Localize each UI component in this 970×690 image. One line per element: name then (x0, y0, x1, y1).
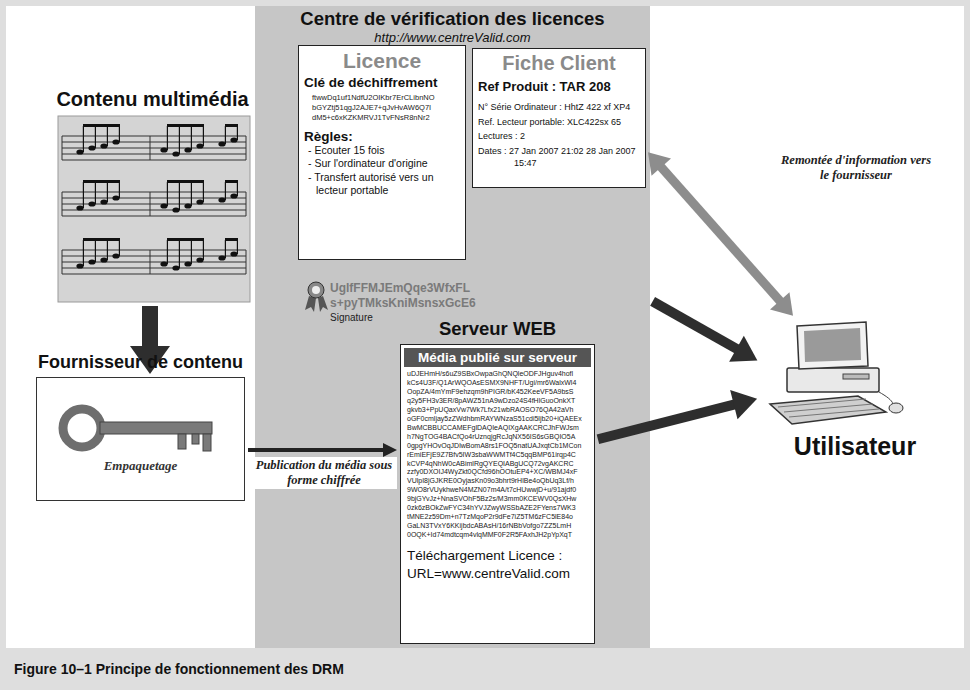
arrow-head (383, 443, 397, 457)
product-ref: Ref Produit : TAR 208 (478, 79, 640, 94)
arrow-head (730, 390, 757, 419)
customer-record: Fiche ClientRef Produit : TAR 208 N° Séri… (472, 48, 646, 188)
flow-arrow (653, 301, 758, 361)
flow-arrow (648, 152, 793, 316)
published-media-box: Média publié sur serveuruDJEHmH/s6uZ9SBx… (400, 344, 595, 644)
arrow-shaft (142, 306, 158, 347)
user: Utilisateur (760, 318, 950, 468)
rule-item: - Ecouter 15 fois (304, 144, 460, 157)
signature-label: Signature (330, 312, 420, 323)
license-title: Licence (304, 49, 460, 73)
packaging-label: Empaquetage (37, 458, 244, 474)
license-box: LicenceClé de déchiffrementftwwDq1uf1Ndf… (298, 45, 466, 260)
media-header: Média publié sur serveur (404, 348, 591, 367)
key-icon (63, 409, 212, 451)
server-heading: Serveur WEB (400, 318, 595, 340)
record-field: Ref. Lecteur portable: XLC422sx 65 (478, 117, 640, 129)
arrow-shaft (598, 404, 735, 439)
node-heading: Fournisseur de contenu (28, 352, 253, 373)
center-band-fill (255, 6, 650, 648)
user-label: Utilisateur (760, 432, 950, 461)
decryption-key: ftwwDq1uf1NdfU2OIKbr7ErCLibnNO bGYZtj51q… (304, 90, 460, 125)
verification-center-band: Centre de vérification des licenceshttp:… (255, 6, 650, 648)
rule-item: - Sur l'ordinateur d'origine (304, 157, 460, 170)
key-heading: Clé de déchiffrement (304, 75, 460, 90)
figure-panel (6, 6, 964, 648)
packaging-box: Empaquetage (36, 377, 245, 501)
record-field: Dates : 27 Jan 2007 21:02 28 Jan 2007 15… (478, 146, 640, 169)
encrypted-data: uDJEHmH/s6uZ9SBxOwpaGhQNQleODFJHguv4hofl… (404, 367, 591, 543)
seal-icon (305, 282, 328, 312)
arrow-shaft (653, 301, 738, 349)
sheet-music (58, 116, 250, 302)
media-content: Contenu multimédia (50, 88, 255, 303)
flow-arrow (598, 390, 757, 439)
flow-arrow (248, 443, 397, 457)
arrow-head (729, 336, 757, 362)
arrow-head (648, 152, 671, 176)
content-provider: Fournisseur de contenuEmpaquetage (28, 352, 253, 502)
edge-label: Publication du média sous forme chiffrée (251, 457, 397, 489)
edge-label: Remontée d'information vers le fournisse… (776, 152, 936, 184)
record-field: Lectures : 2 (478, 131, 640, 143)
node-heading: Contenu multimédia (50, 88, 255, 111)
band-url: http://www.centreValid.com (255, 30, 650, 45)
computer-icon (770, 322, 903, 424)
signature-value: UglfFFMJEmQqe3WfxFL s+pyTMksKniMsnsxGcE6 (330, 281, 480, 311)
license-url: Téléchargement Licence : URL=www.centreV… (404, 543, 591, 582)
rule-item: - Transfert autorisé vers un lecteur por… (304, 171, 460, 197)
web-server: Serveur WEB Média publié sur serveuruDJEH… (400, 318, 595, 645)
band-title: Centre de vérification des licences (255, 6, 650, 30)
record-field: N° Série Ordinateur : HhtZ 422 xf XP4 (478, 102, 640, 114)
rules-heading: Règles: (304, 129, 460, 144)
arrow-shaft (661, 166, 781, 301)
arrow-shaft (248, 448, 384, 452)
record-title: Fiche Client (478, 52, 640, 75)
arrow-head (770, 292, 793, 316)
figure-caption: Figure 10–1 Principe de fonctionnement d… (14, 661, 344, 677)
